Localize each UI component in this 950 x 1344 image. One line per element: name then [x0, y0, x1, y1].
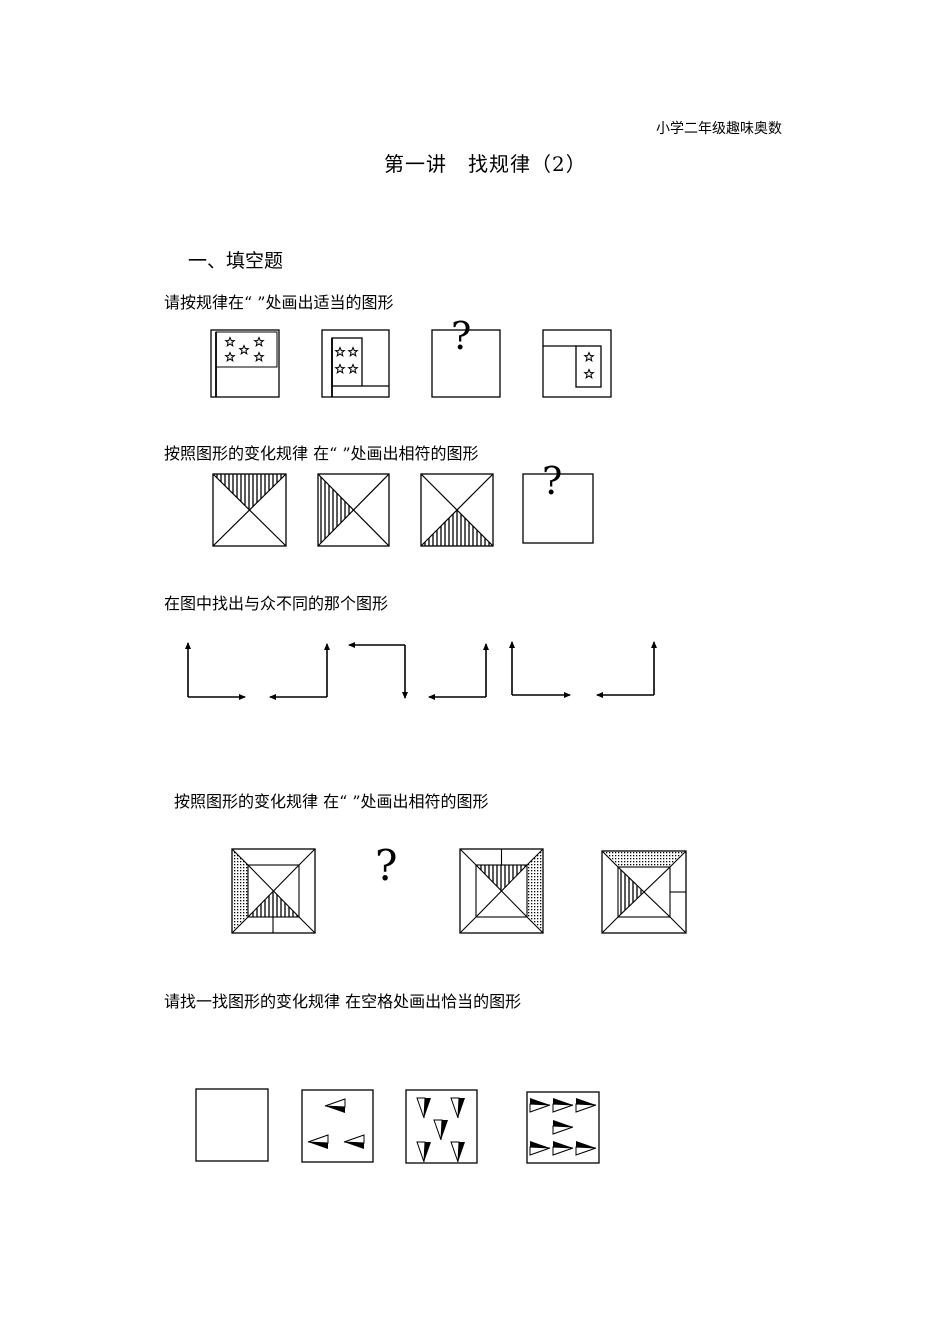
q5-figure-3 — [405, 1089, 478, 1164]
section-heading: 一、填空题 — [188, 250, 284, 272]
q4-figure-3 — [459, 848, 544, 934]
q4-figure-1 — [231, 848, 316, 934]
question-mark-3: ? — [375, 841, 398, 890]
page-header: 小学二年级趣味奥数 — [656, 121, 782, 137]
question-2-text: 按照图形的变化规律 在“ ”处画出相符的图形 — [164, 444, 479, 463]
question-mark-1: ? — [451, 314, 471, 358]
q1-flag-figure-4 — [542, 329, 612, 398]
q1-flag-figure-2 — [321, 329, 390, 398]
q2-figure-2 — [317, 473, 390, 547]
q2-blank-figure: ? — [522, 459, 594, 544]
question-1-text: 请按规律在“ ”处画出适当的图形 — [164, 293, 394, 312]
q2-figure-3 — [420, 473, 494, 547]
question-mark-2: ? — [542, 459, 562, 503]
q2-figure-1 — [212, 473, 287, 547]
q1-flag-figure-1 — [210, 329, 280, 398]
q4-figure-4 — [601, 850, 687, 934]
question-3-text: 在图中找出与众不同的那个图形 — [164, 594, 389, 613]
question-4-text: 按照图形的变化规律 在“ ”处画出相符的图形 — [174, 792, 489, 811]
q5-figure-2 — [301, 1089, 374, 1163]
lesson-title: 第一讲 找规律（2） — [384, 152, 587, 176]
question-5-text: 请找一找图形的变化规律 在空格处画出恰当的图形 — [164, 992, 522, 1011]
q5-blank-figure — [195, 1088, 269, 1162]
q3-arrow-figures — [185, 641, 657, 700]
q5-figure-4 — [526, 1091, 600, 1164]
q1-blank-figure: ? — [431, 314, 501, 398]
